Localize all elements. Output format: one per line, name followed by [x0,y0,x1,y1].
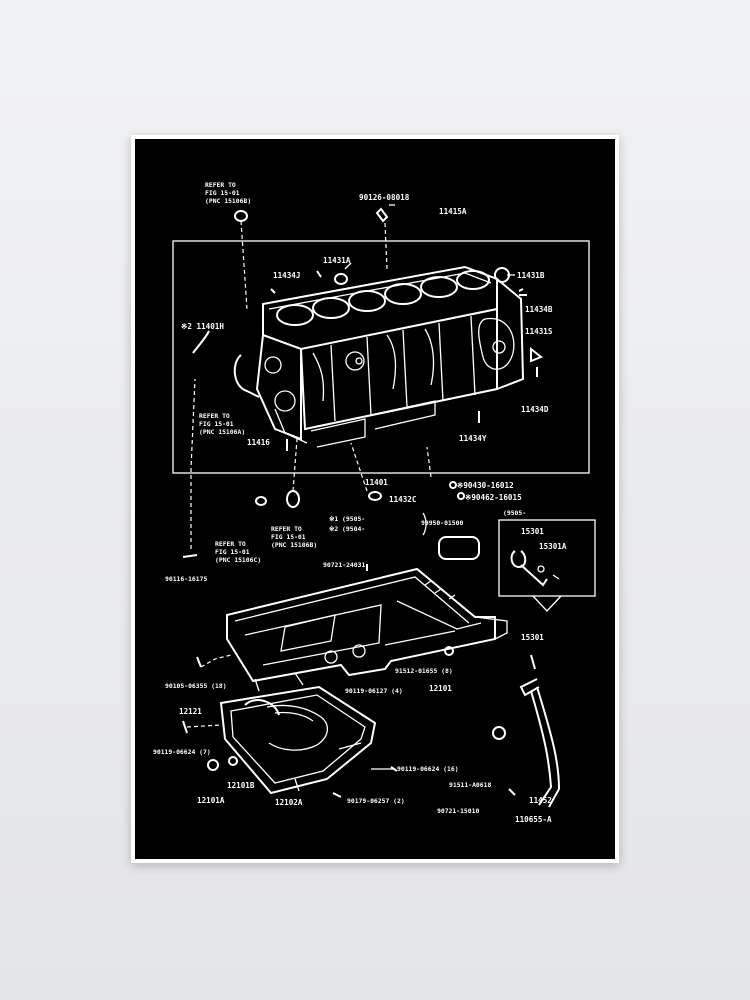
label-12102A: 12102A [275,798,303,807]
label-11434Y: 11434Y [459,434,487,443]
plug-11432C-shape [368,491,382,501]
label-15301A: 15301A [539,542,567,551]
plug-11431B-shape [494,267,510,283]
bolt-12101B-shape [228,756,238,766]
bolt-90105-shape [196,656,202,668]
label-11431A: 11431A [323,256,351,265]
seal-ref-shape [255,496,267,506]
label-91512-01655: 91512-01655 (8) [395,667,453,675]
bolt-90119b-shape [182,720,188,734]
oil-strainer-shape [510,550,527,569]
label-11434B: 11434B [525,305,553,314]
figure-code: 110655-A [515,815,552,824]
oil-pan-upper-drawing [226,567,508,692]
washer-ref-shape [234,210,248,222]
cylinder-block-drawing [233,265,525,448]
plug-11434B-shape [518,288,527,296]
refer-mid-line1: REFER TO [199,412,230,420]
plug-11431S-shape [530,346,543,363]
refer-top-line2: FIG 15-01 [205,189,240,197]
bolt-91512-shape [444,646,454,656]
label-11434D: 11434D [521,405,549,414]
label-15301-inset: 15301 [521,527,544,536]
bolt-91511-shape [492,726,506,740]
label-90430-16012: ※90430-16012 [457,481,514,490]
poster-frame: REFER TO FIG 15-01 (PNC 15106B) 90126-08… [131,135,619,863]
engine-block-diagram: REFER TO FIG 15-01 (PNC 15106B) 90126-08… [135,139,615,859]
dipstick-handle-shape [519,678,540,697]
refer-low2-line3: (PNC 15106B) [271,541,317,549]
label-90119-06127: 90119-06127 (4) [345,687,403,695]
label-11431S: 11431S [525,327,553,336]
bolt-90119c-shape [390,766,398,772]
label-11452: 11452 [529,796,552,805]
refer-top-line3: (PNC 15106B) [205,197,251,205]
bolt-90721b-shape [508,788,516,796]
dipstick-shape [530,690,553,806]
bolt-90126-shape [375,207,389,223]
label-12101A: 12101A [197,796,225,805]
refer-low-line3: (PNC 15106C) [215,556,261,564]
label-90721-15010: 90721-15010 [437,807,479,815]
refer-low2-line1: REFER TO [271,525,302,533]
seal-ref2-shape [286,490,300,508]
label-90105-06355: 90105-06355 (18) [165,682,227,690]
label-12101: 12101 [429,684,452,693]
oil-pan-lower-drawing [219,685,377,795]
refer-low2-line2: FIG 15-01 [271,533,306,541]
label-11401H: ※2 11401H [181,322,224,331]
stud-90116-shape [182,554,198,558]
label-90126-08018: 90126-08018 [359,193,410,202]
label-11401: 11401 [365,478,388,487]
refer-mid-line2: FIG 15-01 [199,420,234,428]
label-90119-06624-16: 90119-06624 (16) [397,765,459,773]
label-90116-16175: 90116-16175 [165,575,207,583]
diagram-svg: REFER TO FIG 15-01 (PNC 15106B) 90126-08… [153,181,596,824]
label-12101B: 12101B [227,781,255,790]
label-15301: 15301 [521,633,544,642]
bolt-90179-shape [332,792,342,798]
block-group-box [172,240,590,474]
label-90119-06624-7: 90119-06624 (7) [153,748,211,756]
pipe-11401H-shape [192,330,210,354]
refer-low-line2: FIG 15-01 [215,548,250,556]
note-2: ※2 (9504- [329,525,365,533]
refer-mid-line3: (PNC 15106A) [199,428,245,436]
refer-low-line1: REFER TO [215,540,246,548]
plug-11431A-shape [334,273,348,285]
label-90462-16015: ※90462-16015 [465,493,522,502]
label-11434J: 11434J [273,271,300,280]
label-12121: 12121 [179,707,202,716]
note-1: ※1 (9505- [329,515,365,523]
label-99950-01500: 99950-01500 [421,519,463,527]
label-91511-A0618: 91511-A0618 [449,781,491,789]
dipstick-guide-shape [530,654,536,670]
inset-box [498,519,596,597]
bolt-12101A-shape [207,759,219,771]
refer-top-line1: REFER TO [205,181,236,189]
label-11416: 11416 [247,438,270,447]
plug-11434J-shape [270,270,322,294]
label-11431B: 11431B [517,271,545,280]
inset-header: (9505- [503,509,526,517]
label-90179-06257: 90179-06257 (2) [347,797,405,805]
gasket-99950-shape [438,536,480,560]
label-11415A: 11415A [439,207,467,216]
label-11432C: 11432C [389,495,417,504]
label-90721-24031: 90721-24031 [323,561,365,569]
